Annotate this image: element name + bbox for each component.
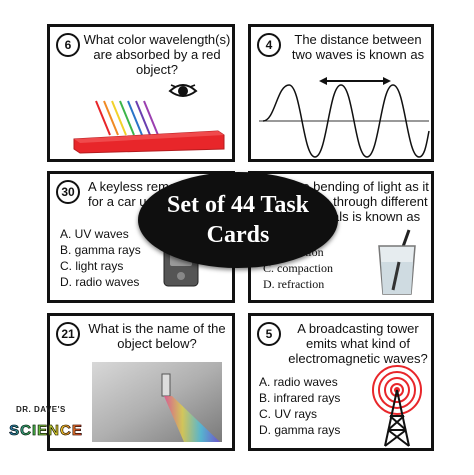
answer-option: D. gamma rays: [259, 423, 341, 437]
answer-options: A. radio waves B. infrared rays C. UV ra…: [259, 374, 340, 438]
wave-diagram: [259, 77, 430, 158]
answer-option: D. radio waves: [60, 275, 140, 289]
task-card-6: 6 What color wavelength(s) are absorbed …: [47, 24, 235, 162]
answer-option: A. radio waves: [259, 375, 338, 389]
task-card-5: 5 A broadcasting tower emits what kind o…: [248, 313, 434, 451]
card-number-badge: 6: [56, 33, 80, 57]
prism-spectrum-illustration: [73, 100, 225, 154]
answer-options: A. UV waves B. gamma rays C. light rays …: [60, 226, 141, 290]
radio-tower-icon: [372, 365, 422, 447]
prism-photo: [92, 362, 222, 442]
card-number-badge: 21: [56, 322, 80, 346]
card-question: What is the name of the object below?: [88, 321, 226, 351]
glass-with-pencil-illustration: [378, 229, 416, 295]
card-question: A broadcasting tower emits what kind of …: [288, 321, 428, 366]
title-overlay-oval: Set of 44 Task Cards: [138, 172, 338, 268]
answer-option: B. gamma rays: [60, 243, 141, 257]
card-number-badge: 4: [257, 33, 281, 57]
dr-daves-science-logo: DR. DAVE'S SCIENCE: [6, 405, 86, 459]
logo-letters: SCIENCE: [6, 419, 86, 443]
answer-option: C. UV rays: [259, 407, 318, 421]
answer-option: A. UV waves: [60, 227, 129, 241]
overlay-title-line1: Set of 44 Task: [166, 192, 310, 218]
light-spectrum: [164, 396, 220, 442]
logo-wordmark: SCIENCE: [6, 419, 86, 445]
card-number-badge: 30: [56, 180, 80, 204]
task-card-21: 21 What is the name of the object below?: [47, 313, 235, 451]
answer-option: C. light rays: [60, 259, 124, 273]
answer-option: D. refraction: [263, 277, 325, 291]
card-question: What color wavelength(s) are absorbed by…: [83, 32, 231, 77]
rainbow-light-rays: [95, 100, 159, 136]
card-number-badge: 5: [257, 322, 281, 346]
task-card-4: 4 The distance between two waves is know…: [248, 24, 434, 162]
answer-option: C. compaction: [263, 261, 333, 275]
prism-object: [161, 373, 171, 397]
answer-option: B. infrared rays: [259, 391, 341, 405]
eye-icon: [168, 84, 198, 97]
sine-wave: [262, 84, 430, 158]
overlay-title-line2: Cards: [206, 222, 270, 248]
card-question: The distance between two waves is known …: [291, 32, 425, 62]
logo-tagline: DR. DAVE'S: [16, 405, 66, 414]
